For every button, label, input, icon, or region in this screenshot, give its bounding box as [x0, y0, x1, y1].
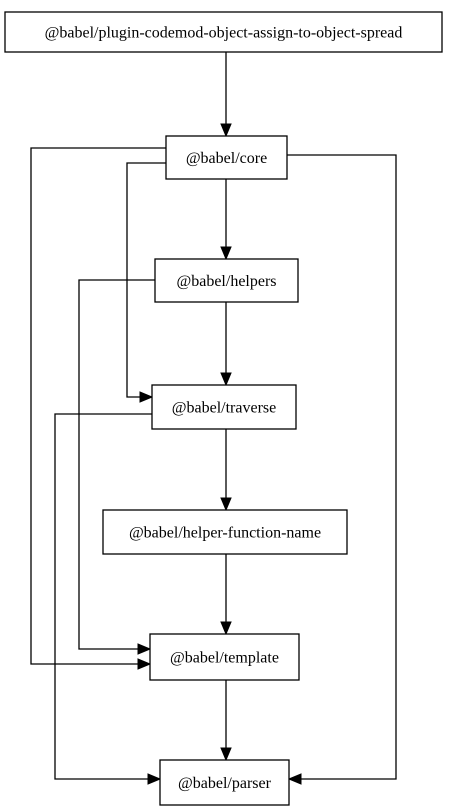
node-label: @babel/plugin-codemod-object-assign-to-o… — [45, 25, 403, 42]
node-box — [102, 509, 348, 555]
node-parser: @babel/parser — [159, 759, 290, 806]
arrowhead-icon — [287, 773, 302, 785]
arrowhead-icon — [220, 621, 232, 636]
node-box — [149, 633, 300, 681]
arrowhead-icon — [137, 658, 152, 670]
node-template: @babel/template — [149, 633, 300, 681]
arrowhead-icon — [220, 747, 232, 762]
node-label: @babel/template — [170, 650, 279, 667]
node-label: @babel/traverse — [172, 400, 276, 417]
edge-plugin-to-core — [220, 52, 232, 138]
node-traverse: @babel/traverse — [151, 384, 297, 430]
node-box — [151, 384, 297, 430]
edge-helpers-to-traverse — [220, 302, 232, 387]
arrowhead-icon — [139, 391, 154, 403]
node-box — [4, 11, 443, 53]
node-box — [159, 759, 290, 806]
node-hfn: @babel/helper-function-name — [102, 509, 348, 555]
node-box — [165, 135, 288, 180]
nodes-layer: @babel/plugin-codemod-object-assign-to-o… — [4, 11, 443, 806]
edge-traverse-to-hfn — [220, 429, 232, 512]
arrowhead-icon — [220, 246, 232, 261]
arrowhead-icon — [220, 372, 232, 387]
node-core: @babel/core — [165, 135, 288, 180]
node-helpers: @babel/helpers — [154, 258, 299, 303]
edge-hfn-to-template — [220, 554, 232, 636]
node-label: @babel/core — [186, 150, 267, 167]
edges-layer — [30, 52, 397, 785]
edge-core-to-parser — [287, 154, 397, 785]
edge-core-to-template — [30, 147, 166, 670]
node-plugin: @babel/plugin-codemod-object-assign-to-o… — [4, 11, 443, 53]
node-label: @babel/parser — [178, 775, 272, 792]
node-box — [154, 258, 299, 303]
arrowhead-icon — [220, 123, 232, 138]
edge-line — [287, 154, 397, 780]
arrowhead-icon — [220, 497, 232, 512]
edge-traverse-to-parser — [54, 413, 162, 785]
arrowhead-icon — [137, 643, 152, 655]
edge-helpers-to-template — [78, 279, 155, 655]
arrowhead-icon — [147, 773, 162, 785]
edge-line — [54, 413, 152, 780]
edge-line — [30, 147, 166, 665]
node-label: @babel/helpers — [176, 273, 276, 290]
edge-line — [78, 279, 155, 650]
edge-core-to-helpers — [220, 179, 232, 261]
node-label: @babel/helper-function-name — [129, 525, 321, 542]
edge-template-to-parser — [220, 680, 232, 762]
